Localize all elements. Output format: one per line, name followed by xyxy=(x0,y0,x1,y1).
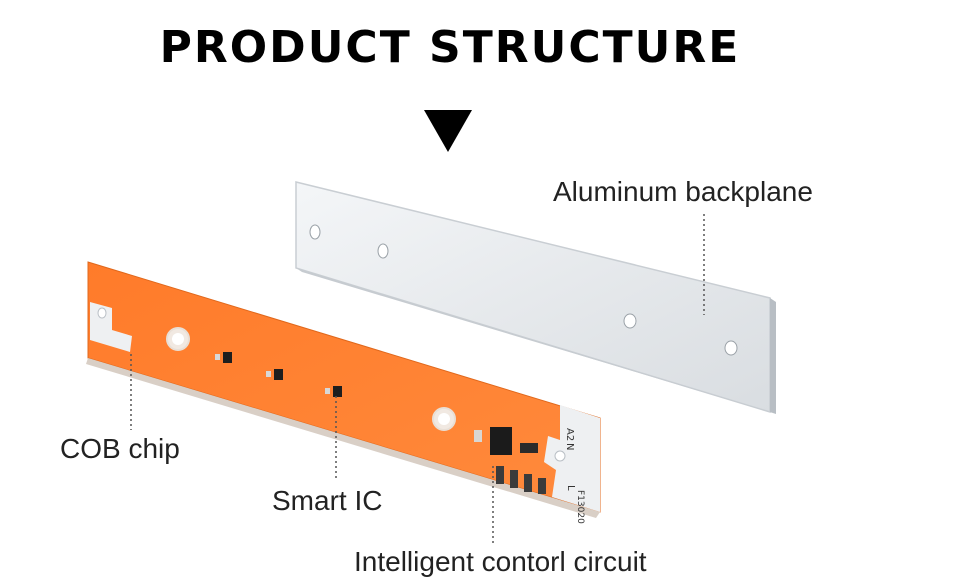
mount-hole xyxy=(725,341,737,355)
mark-n: N xyxy=(564,443,575,450)
cob-led-chip xyxy=(223,352,232,363)
mount-hole xyxy=(310,225,320,239)
label-aluminum-backplane: Aluminum backplane xyxy=(553,176,813,208)
label-cob-chip: COB chip xyxy=(60,433,180,465)
mount-hole xyxy=(378,244,388,258)
label-smart-ic: Smart IC xyxy=(272,485,382,517)
mark-l: L xyxy=(565,485,576,491)
mount-hole xyxy=(624,314,636,328)
down-arrow-icon xyxy=(424,110,472,152)
mark-a2: A2 xyxy=(564,428,575,441)
mark-model: F13020 xyxy=(575,490,585,524)
label-control-circuit: Intelligent contorl circuit xyxy=(354,546,647,578)
cob-led-chip xyxy=(274,369,283,380)
control-ic xyxy=(490,427,512,455)
cob-led-chip xyxy=(333,386,342,397)
